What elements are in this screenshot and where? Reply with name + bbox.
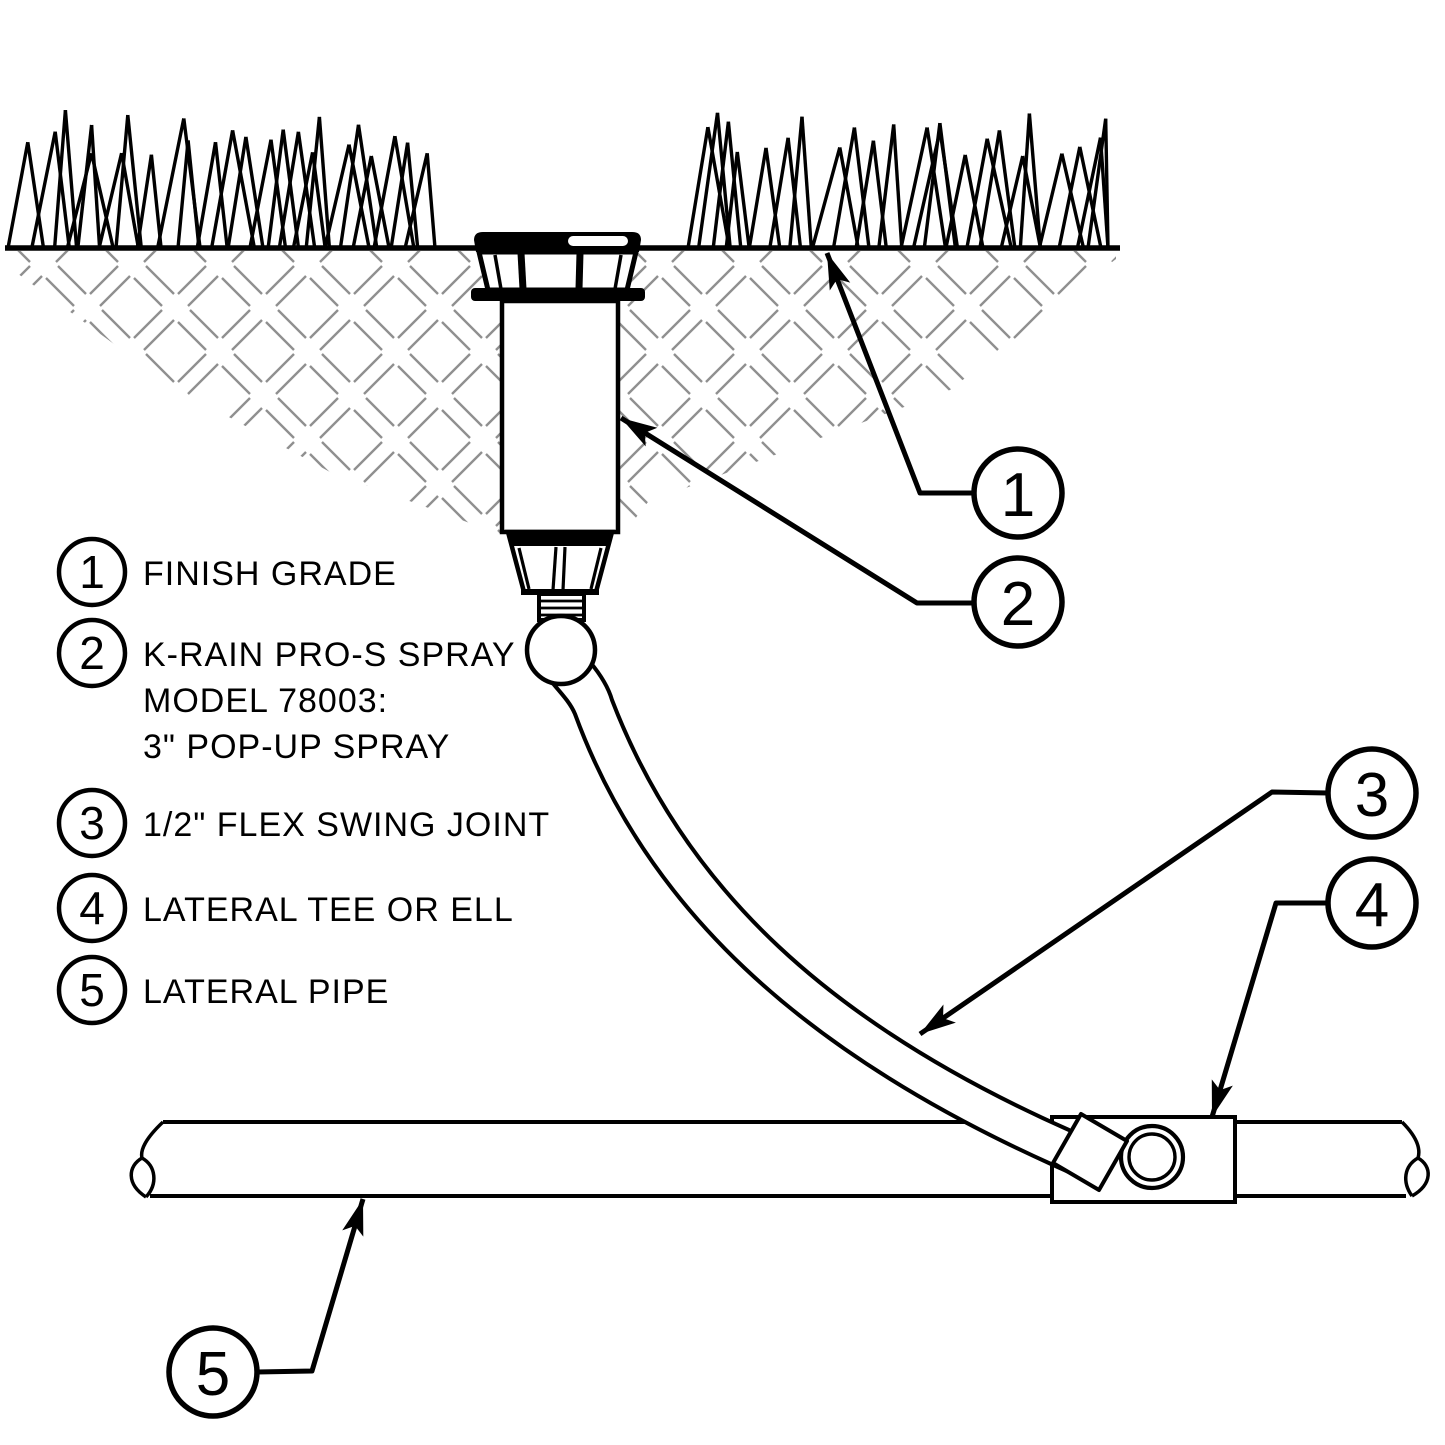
legend-3-label: 1/2" FLEX SWING JOINT bbox=[143, 806, 550, 844]
legend-5-number: 5 bbox=[79, 964, 105, 1016]
sprinkler-cap bbox=[475, 249, 640, 293]
legend-5-label: LATERAL PIPE bbox=[143, 973, 389, 1011]
swivel-ball bbox=[524, 613, 598, 687]
callout-3-number: 3 bbox=[1355, 761, 1389, 830]
callouts: 1 2 3 4 5 bbox=[166, 252, 1419, 1419]
legend-item-5: 5 LATERAL PIPE bbox=[56, 954, 389, 1026]
flex-joint-collar bbox=[1051, 1112, 1129, 1192]
callout-2: 2 bbox=[619, 415, 1065, 649]
legend-1-number: 1 bbox=[79, 546, 105, 598]
legend-item-4: 4 LATERAL TEE OR ELL bbox=[56, 872, 514, 944]
sprinkler-cap-slot bbox=[568, 236, 628, 246]
legend-item-1: 1 FINISH GRADE bbox=[56, 536, 397, 608]
callout-5-number: 5 bbox=[196, 1340, 230, 1409]
legend-3-number: 3 bbox=[79, 797, 105, 849]
sprinkler bbox=[471, 232, 645, 687]
legend-2-label-line1: K-RAIN PRO-S SPRAY bbox=[143, 636, 516, 674]
legend-4-label: LATERAL TEE OR ELL bbox=[143, 891, 514, 929]
lateral-pipe bbox=[129, 1120, 1430, 1199]
tee-outlet-inner bbox=[1127, 1132, 1177, 1182]
grass-left bbox=[6, 109, 437, 249]
legend-4-number: 4 bbox=[79, 882, 105, 934]
callout-5: 5 bbox=[166, 1198, 366, 1419]
pipe-break-left bbox=[129, 1120, 165, 1199]
flex-swing-joint bbox=[548, 660, 1129, 1192]
sprinkler-body bbox=[499, 298, 621, 535]
pipe-break-right bbox=[1400, 1120, 1430, 1198]
legend-1-label: FINISH GRADE bbox=[143, 555, 397, 593]
callout-3: 3 bbox=[918, 746, 1419, 1037]
callout-4-number: 4 bbox=[1355, 871, 1389, 940]
callout-4: 4 bbox=[1209, 856, 1419, 1118]
legend-2-label-line2: MODEL 78003: bbox=[143, 682, 388, 720]
legend-2-label-line3: 3" POP-UP SPRAY bbox=[143, 728, 450, 766]
callout-1: 1 bbox=[824, 252, 1065, 540]
sprinkler-cap-flange bbox=[471, 288, 645, 301]
legend: 1 FINISH GRADE 2 K-RAIN PRO-S SPRAY MODE… bbox=[56, 536, 550, 1026]
legend-item-2: 2 K-RAIN PRO-S SPRAY MODEL 78003: 3" POP… bbox=[56, 617, 516, 766]
callout-2-number: 2 bbox=[1001, 570, 1035, 639]
callout-1-number: 1 bbox=[1001, 461, 1035, 530]
legend-item-3: 3 1/2" FLEX SWING JOINT bbox=[56, 787, 550, 859]
legend-2-number: 2 bbox=[79, 627, 105, 679]
grass-right bbox=[686, 112, 1110, 249]
